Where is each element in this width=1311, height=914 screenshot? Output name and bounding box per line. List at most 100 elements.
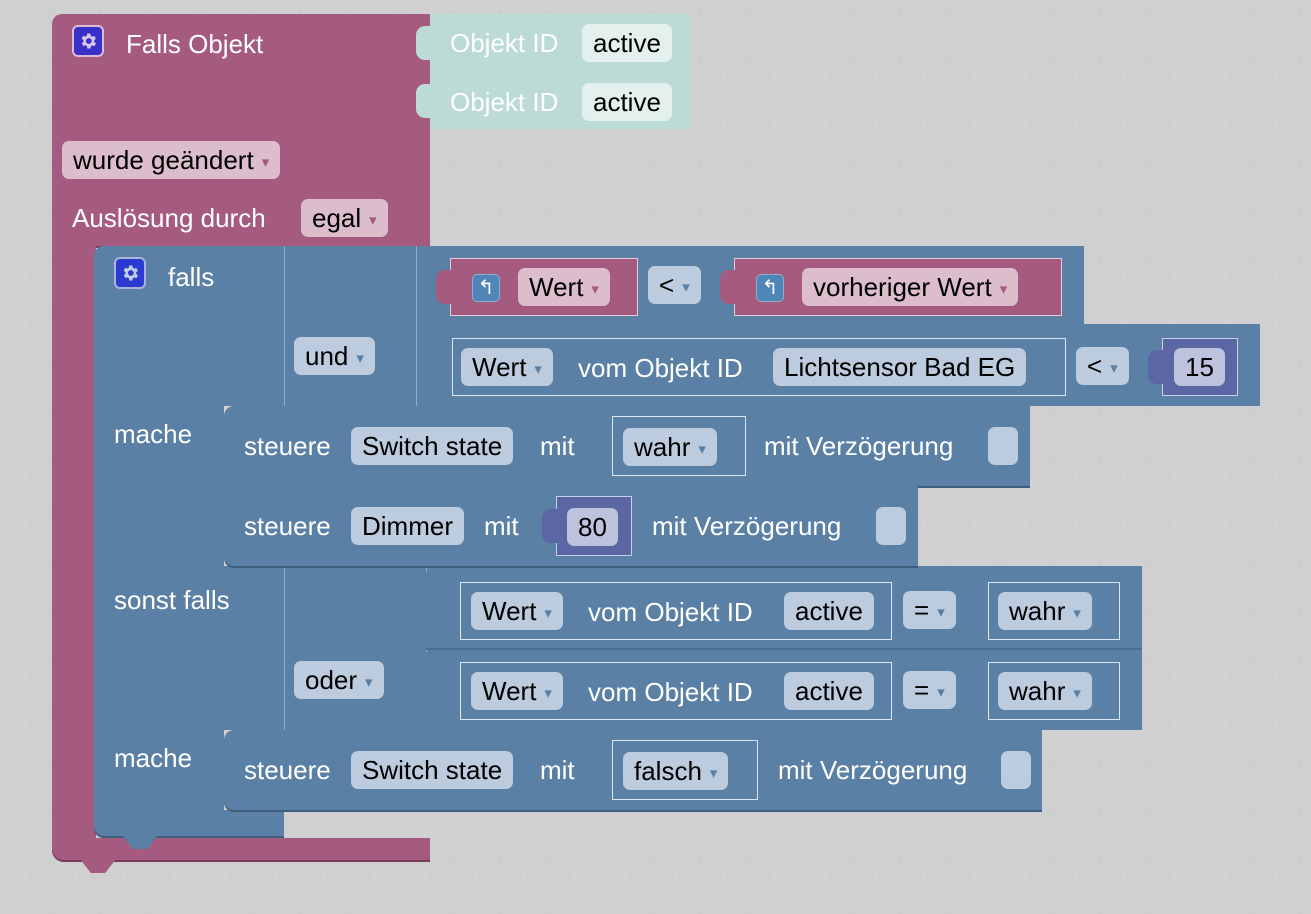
target-field[interactable]: Dimmer bbox=[351, 507, 464, 545]
chevron-down-icon: ▾ bbox=[369, 212, 377, 229]
or-operator-dropdown[interactable]: oder ▾ bbox=[294, 661, 384, 699]
chevron-down-icon: ▾ bbox=[544, 605, 552, 622]
set-label: steuere bbox=[244, 755, 331, 785]
trigger-dropdown[interactable]: egal ▾ bbox=[301, 199, 388, 237]
object-id-field[interactable]: Lichtsensor Bad EG bbox=[773, 348, 1027, 386]
previous-value-dropdown-value: vorheriger Wert bbox=[813, 272, 992, 302]
loop-icon: ↰ bbox=[756, 274, 784, 302]
compare-operator-dropdown[interactable]: =▾ bbox=[903, 591, 956, 629]
gear-icon[interactable] bbox=[114, 257, 146, 289]
boolean-value: wahr bbox=[1009, 596, 1066, 626]
of-object-label: vom Objekt ID bbox=[588, 677, 753, 707]
trigger-label: Auslösung durch bbox=[72, 203, 266, 233]
divider bbox=[416, 246, 417, 406]
delay-input[interactable] bbox=[1001, 751, 1031, 789]
chevron-down-icon: ▾ bbox=[356, 350, 364, 367]
boolean-value: wahr bbox=[1009, 676, 1066, 706]
chevron-down-icon: ▾ bbox=[544, 685, 552, 702]
trigger-title: Falls Objekt bbox=[126, 29, 264, 59]
with-label: mit bbox=[540, 431, 575, 461]
with-label: mit bbox=[540, 755, 575, 785]
chevron-down-icon: ▾ bbox=[365, 674, 373, 691]
set-label: steuere bbox=[244, 431, 331, 461]
number-connector bbox=[1148, 350, 1166, 384]
elseif-label: sonst falls bbox=[114, 585, 230, 615]
divider bbox=[284, 566, 285, 730]
chevron-down-icon: ▾ bbox=[709, 765, 718, 782]
target-field[interactable]: Switch state bbox=[351, 427, 514, 465]
if-block-footer bbox=[94, 810, 284, 836]
trigger-block-footer bbox=[52, 838, 430, 860]
divider bbox=[284, 246, 285, 406]
delay-input[interactable] bbox=[876, 507, 906, 545]
boolean-value: falsch bbox=[634, 756, 702, 786]
and-operator-dropdown[interactable]: und ▾ bbox=[294, 337, 375, 375]
delay-label: mit Verzögerung bbox=[652, 511, 842, 541]
boolean-value: wahr bbox=[634, 432, 691, 462]
do-label: mache bbox=[114, 419, 193, 449]
gear-icon[interactable] bbox=[72, 25, 104, 57]
of-object-label: vom Objekt ID bbox=[588, 597, 753, 627]
chevron-down-icon: ▾ bbox=[1073, 605, 1081, 622]
number-field[interactable]: 80 bbox=[567, 508, 618, 546]
delay-input[interactable] bbox=[988, 427, 1018, 465]
object-id-field[interactable]: active bbox=[784, 672, 874, 710]
chevron-down-icon: ▾ bbox=[261, 154, 270, 171]
target-field[interactable]: Switch state bbox=[351, 751, 514, 789]
chevron-down-icon: ▾ bbox=[937, 684, 945, 701]
number-connector bbox=[542, 509, 560, 543]
value-dropdown-value: Wert bbox=[529, 272, 584, 302]
object-id-field[interactable]: active bbox=[582, 24, 672, 62]
compare-operator-dropdown[interactable]: <▾ bbox=[1076, 347, 1129, 385]
object-id-label: Objekt ID bbox=[450, 87, 559, 117]
compare-operator-value: < bbox=[659, 270, 675, 300]
if-next-tab bbox=[122, 835, 158, 849]
previous-value-dropdown[interactable]: vorheriger Wert ▾ bbox=[802, 268, 1019, 306]
object-id-block-2[interactable]: Objekt ID active bbox=[430, 72, 690, 129]
boolean-dropdown[interactable]: wahr ▾ bbox=[998, 672, 1092, 710]
trigger-next-tab bbox=[80, 859, 116, 873]
object-id-block-1[interactable]: Objekt ID active bbox=[430, 14, 690, 72]
of-object-label: vom Objekt ID bbox=[578, 353, 743, 383]
value-connector bbox=[436, 270, 454, 304]
value-type-dropdown[interactable]: Wert ▾ bbox=[471, 672, 563, 710]
value-type-dropdown[interactable]: Wert ▾ bbox=[471, 592, 563, 630]
do2-label: mache bbox=[114, 743, 193, 773]
trigger-dropdown-value: egal bbox=[312, 203, 362, 233]
value-type-value: Wert bbox=[472, 352, 527, 382]
object-id-field[interactable]: active bbox=[582, 83, 672, 121]
operator-value: oder bbox=[305, 665, 358, 695]
condition-dropdown-value: wurde geändert bbox=[73, 145, 254, 175]
trigger-block-spine bbox=[52, 240, 96, 860]
set-label: steuere bbox=[244, 511, 331, 541]
loop-icon: ↰ bbox=[472, 274, 500, 302]
number-field[interactable]: 15 bbox=[1174, 348, 1225, 386]
boolean-dropdown[interactable]: falsch ▾ bbox=[623, 752, 729, 790]
object-id-label: Objekt ID bbox=[450, 28, 559, 58]
object-id-connector bbox=[416, 26, 434, 60]
object-id-field[interactable]: active bbox=[784, 592, 874, 630]
delay-label: mit Verzögerung bbox=[778, 755, 968, 785]
object-id-connector bbox=[416, 84, 434, 118]
value-dropdown[interactable]: Wert ▾ bbox=[518, 268, 610, 306]
compare-operator-dropdown[interactable]: =▾ bbox=[903, 671, 956, 709]
value-connector bbox=[720, 270, 738, 304]
boolean-dropdown[interactable]: wahr ▾ bbox=[998, 592, 1092, 630]
boolean-dropdown[interactable]: wahr▾ bbox=[623, 428, 717, 466]
compare-operator-value: = bbox=[914, 595, 930, 625]
chevron-down-icon: ▾ bbox=[1073, 685, 1081, 702]
compare-operator-dropdown[interactable]: <▾ bbox=[648, 266, 701, 304]
value-type-value: Wert bbox=[482, 596, 537, 626]
if-label: falls bbox=[168, 262, 215, 292]
chevron-down-icon: ▾ bbox=[937, 604, 945, 621]
delay-label: mit Verzögerung bbox=[764, 431, 954, 461]
chevron-down-icon: ▾ bbox=[1110, 360, 1118, 377]
chevron-down-icon: ▾ bbox=[591, 281, 599, 298]
chevron-down-icon: ▾ bbox=[999, 281, 1008, 298]
operator-value: und bbox=[305, 341, 349, 371]
value-type-dropdown[interactable]: Wert ▾ bbox=[461, 348, 553, 386]
chevron-down-icon: ▾ bbox=[682, 279, 690, 296]
chevron-down-icon: ▾ bbox=[534, 361, 542, 378]
value-type-value: Wert bbox=[482, 676, 537, 706]
condition-dropdown[interactable]: wurde geändert ▾ bbox=[62, 141, 281, 179]
